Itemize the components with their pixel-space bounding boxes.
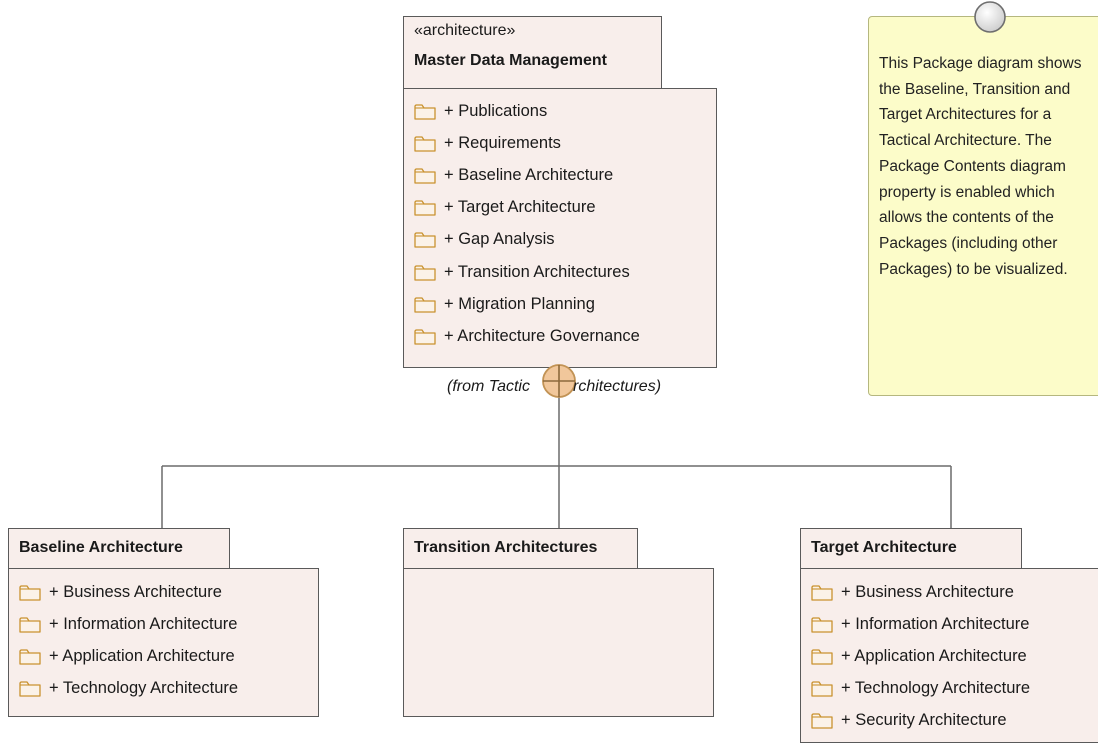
target-package-item[interactable]: + Technology Architecture <box>811 677 1030 701</box>
master-package-item-label: + Requirements <box>444 133 561 152</box>
note-text: This Package diagram shows the Baseline,… <box>879 55 1082 278</box>
master-package-item-label: + Migration Planning <box>444 294 595 313</box>
baseline-package-tab[interactable]: Baseline Architecture <box>8 528 230 569</box>
package-folder-icon <box>414 296 436 313</box>
package-folder-icon <box>811 616 833 633</box>
baseline-package-body[interactable]: + Business Architecture + Information Arc… <box>8 568 319 717</box>
package-folder-icon <box>414 199 436 216</box>
master-package-title: Master Data Management <box>414 52 607 69</box>
baseline-package-item-label: + Business Architecture <box>49 582 222 601</box>
master-package-item[interactable]: + Migration Planning <box>414 292 595 316</box>
package-folder-icon <box>19 648 41 665</box>
baseline-package-item-label: + Application Architecture <box>49 646 235 665</box>
target-package-item-label: + Technology Architecture <box>841 679 1031 698</box>
package-folder-icon <box>811 680 833 697</box>
master-package-item[interactable]: + Requirements <box>414 131 561 155</box>
baseline-package-item[interactable]: + Technology Architecture <box>19 677 238 701</box>
master-package-item[interactable]: + Target Architecture <box>414 196 596 220</box>
target-package-item[interactable]: + Security Architecture <box>811 709 1007 733</box>
package-folder-icon <box>414 328 436 345</box>
diagram-note[interactable]: This Package diagram shows the Baseline,… <box>868 16 1098 396</box>
package-folder-icon <box>414 103 436 120</box>
package-folder-icon <box>414 135 436 152</box>
master-from-prefix: (from Tactic <box>447 378 530 395</box>
package-folder-icon <box>414 264 436 281</box>
package-folder-icon <box>414 167 436 184</box>
transition-package-title: Transition Architectures <box>414 539 598 556</box>
master-package-item-label: + Gap Analysis <box>444 230 555 249</box>
master-from-suffix: rchitectures) <box>573 378 662 395</box>
package-folder-icon <box>811 648 833 665</box>
target-package-item-label: + Information Architecture <box>841 614 1030 633</box>
target-package-tab[interactable]: Target Architecture <box>800 528 1022 569</box>
package-folder-icon <box>19 584 41 601</box>
package-folder-icon <box>414 231 436 248</box>
target-package-item-label: + Security Architecture <box>841 711 1007 730</box>
baseline-package-item-label: + Information Architecture <box>49 614 238 633</box>
containment-plus-icon <box>542 364 576 398</box>
package-folder-icon <box>811 584 833 601</box>
master-package-item-label: + Target Architecture <box>444 198 596 217</box>
target-package-item[interactable]: + Information Architecture <box>811 612 1029 636</box>
master-package-item-label: + Transition Architectures <box>444 262 630 281</box>
baseline-package-item-label: + Technology Architecture <box>49 679 239 698</box>
transition-package-body[interactable] <box>403 568 714 717</box>
baseline-package-item[interactable]: + Application Architecture <box>19 644 235 668</box>
baseline-package-item[interactable]: + Information Architecture <box>19 612 237 636</box>
master-stereotype: «architecture» <box>414 22 516 39</box>
baseline-package-item[interactable]: + Business Architecture <box>19 580 222 604</box>
master-package-body[interactable]: + Publications + Requirements + Baseline A… <box>403 88 717 368</box>
note-pin-icon <box>974 1 1006 33</box>
target-package-body[interactable]: + Business Architecture + Information Arc… <box>800 568 1098 743</box>
target-package-title: Target Architecture <box>811 539 957 556</box>
master-package-item-label: + Baseline Architecture <box>444 165 614 184</box>
baseline-package-title: Baseline Architecture <box>19 539 183 556</box>
package-folder-icon <box>19 616 41 633</box>
master-package-tab[interactable]: «architecture» Master Data Management <box>403 16 662 89</box>
target-package-item-label: + Business Architecture <box>841 582 1014 601</box>
master-package-item-label: + Publications <box>444 101 548 120</box>
target-package-item[interactable]: + Business Architecture <box>811 580 1014 604</box>
master-package-item[interactable]: + Transition Architectures <box>414 260 630 284</box>
target-package-item[interactable]: + Application Architecture <box>811 644 1027 668</box>
master-package-item[interactable]: + Gap Analysis <box>414 228 555 252</box>
transition-package-tab[interactable]: Transition Architectures <box>403 528 638 569</box>
target-package-item-label: + Application Architecture <box>841 646 1027 665</box>
master-package-item-label: + Architecture Governance <box>444 326 640 345</box>
master-package-item[interactable]: + Publications <box>414 99 547 123</box>
master-package-item[interactable]: + Baseline Architecture <box>414 163 613 187</box>
master-package-item[interactable]: + Architecture Governance <box>414 324 640 348</box>
package-folder-icon <box>811 712 833 729</box>
package-folder-icon <box>19 680 41 697</box>
